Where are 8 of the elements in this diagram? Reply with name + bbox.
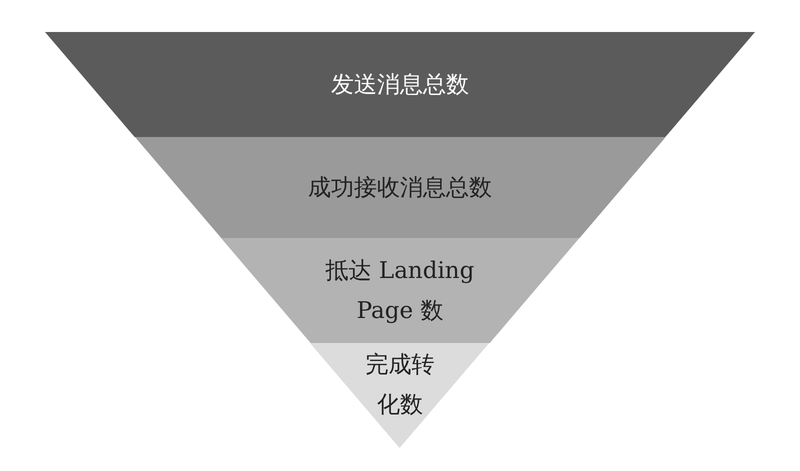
band-label: 抵达 Landing Page 数 (324, 256, 476, 326)
funnel-band (220, 238, 580, 343)
band-label: 成功接收消息总数 (306, 174, 493, 202)
band-label: 发送消息总数 (330, 70, 470, 100)
funnel-band (310, 343, 490, 448)
funnel-band (134, 137, 666, 238)
funnel-band (45, 32, 755, 137)
band-label: 完成转化数 (364, 351, 436, 420)
